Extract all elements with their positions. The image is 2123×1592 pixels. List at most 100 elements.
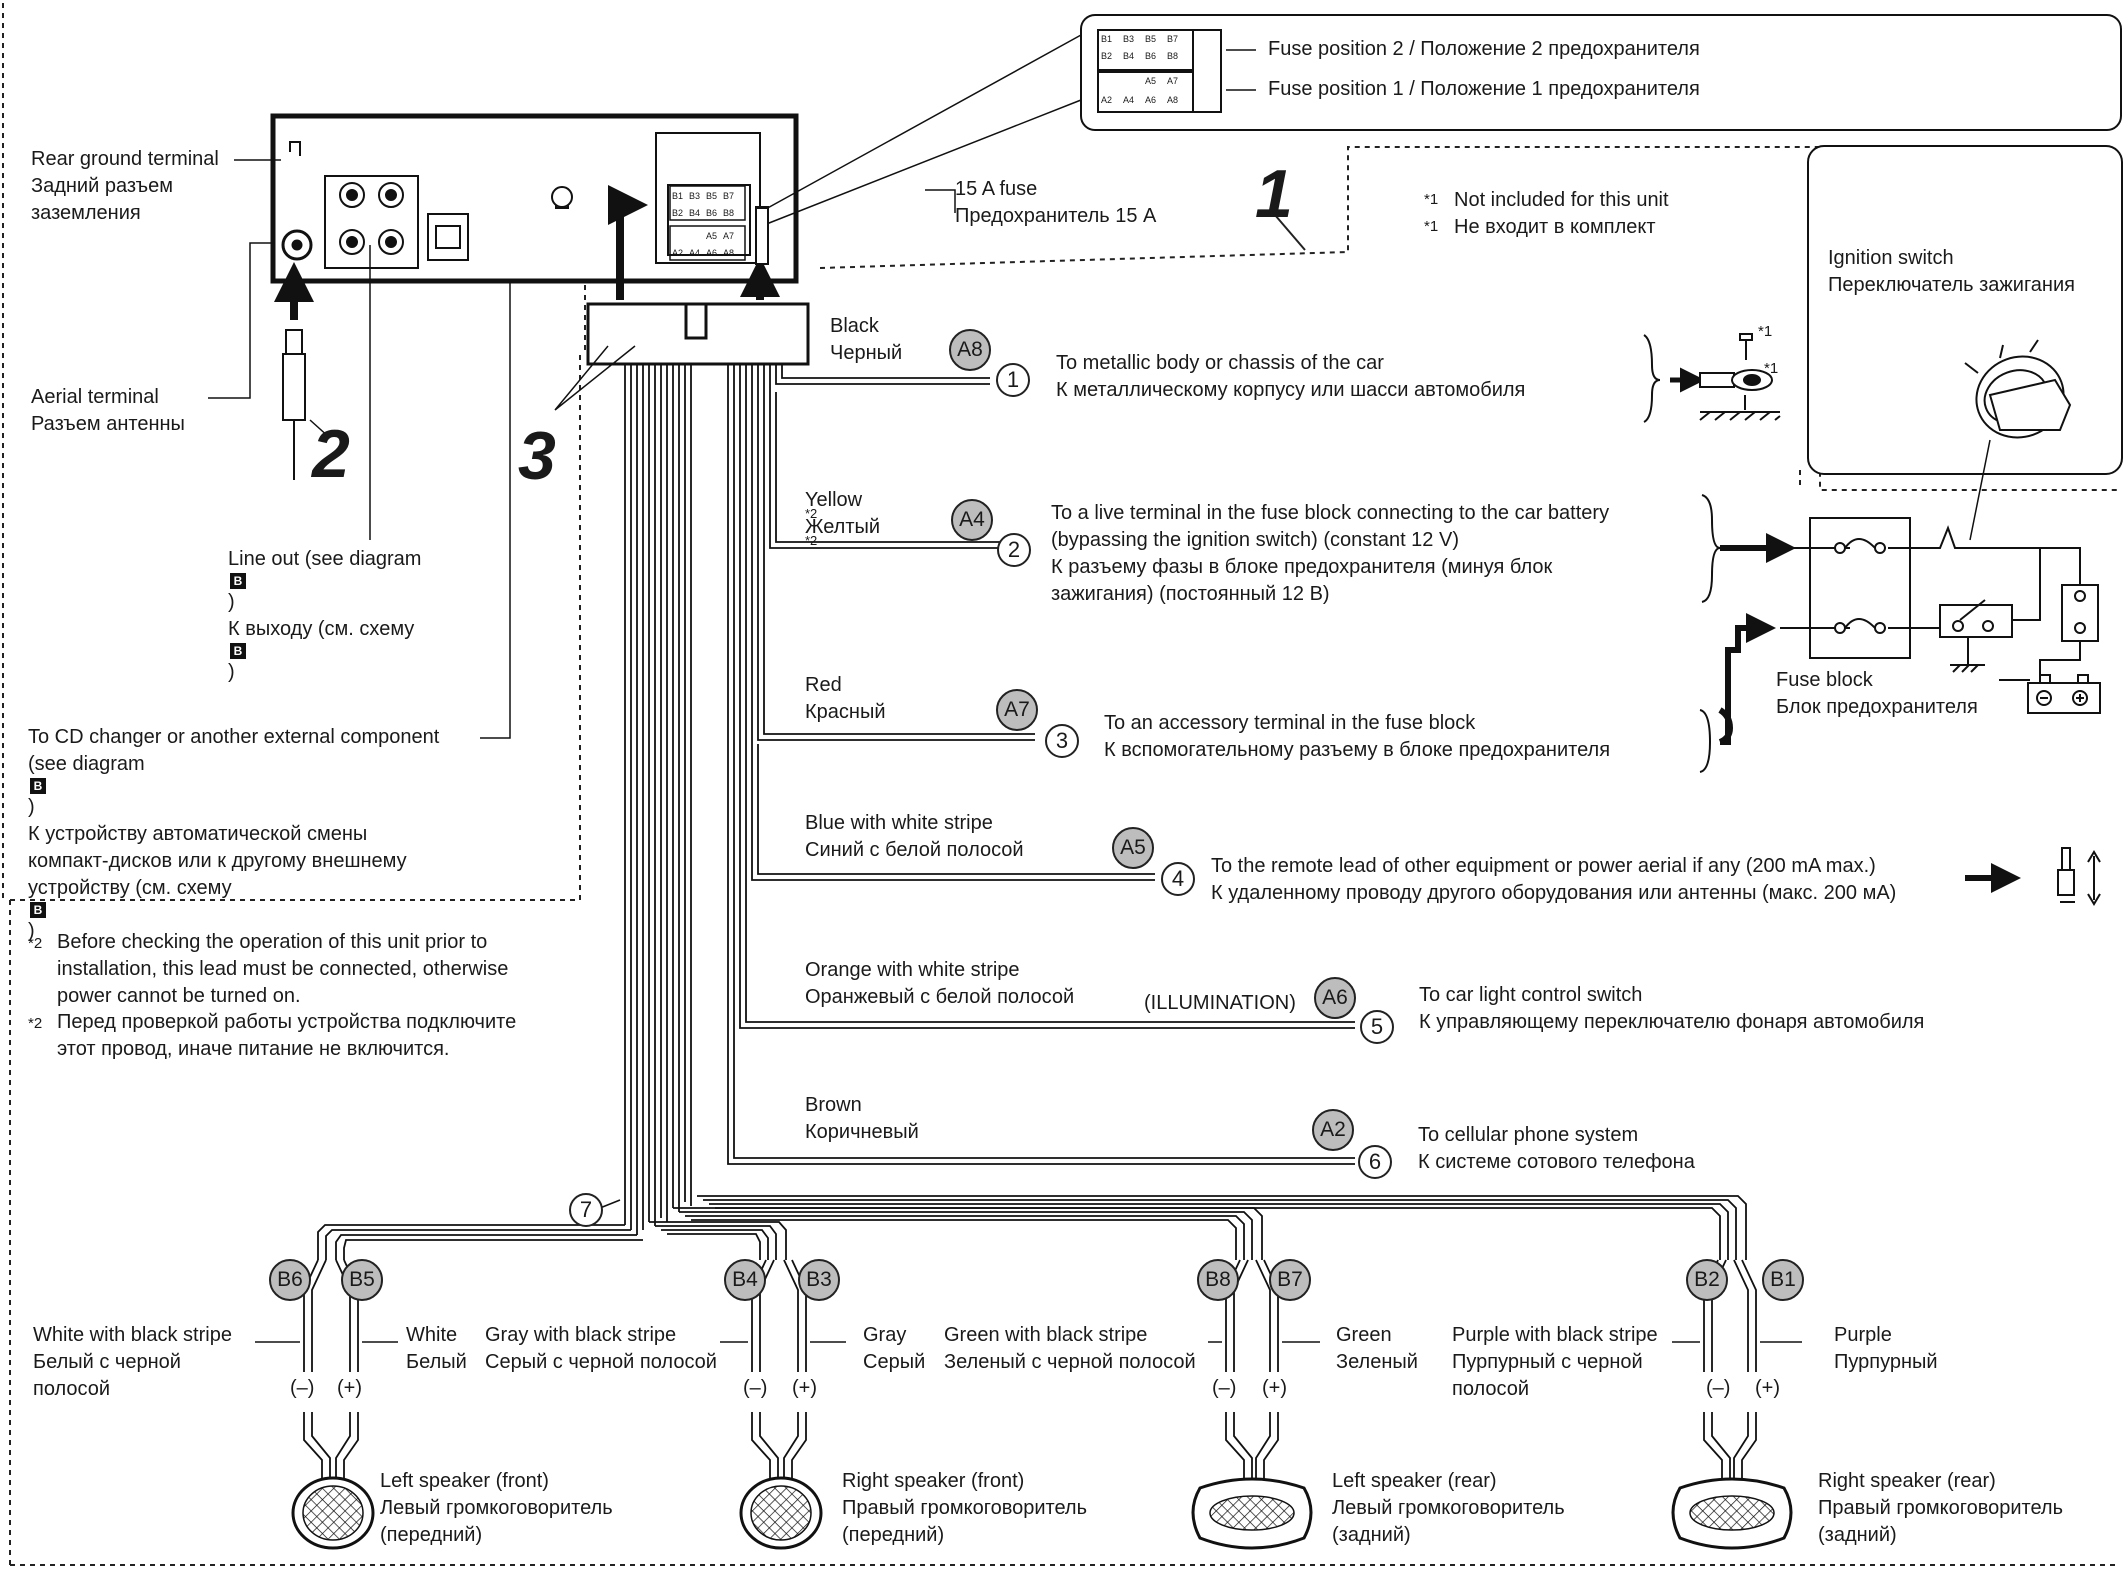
speaker-bundle-number: 7	[569, 1193, 603, 1227]
wire-5-orange	[739, 364, 1355, 1029]
fuse-position-connectors	[1097, 29, 1222, 113]
ignition-leader	[1969, 439, 1991, 541]
pin-a2-badge: A2	[1312, 1109, 1354, 1151]
callout-2: 2	[312, 416, 350, 492]
pin-label-b4: B4	[689, 208, 701, 218]
pin-label-b2: B2	[672, 208, 684, 218]
pin-a6-badge: A6	[1314, 977, 1356, 1019]
fuse-position-1-label: Fuse position 1 / Положение 1 предохрани…	[1268, 78, 1700, 100]
region-1-leader	[1274, 214, 1306, 251]
speaker-4-polarity-pos: (+)	[1755, 1377, 1780, 1399]
line-out-label: Line out (see diagram B) К выходу (см. с…	[228, 548, 422, 683]
region-1-outline	[584, 146, 2120, 491]
callout-1: 1	[1255, 156, 1293, 232]
pin-label-b3: B3	[689, 191, 701, 201]
pin-label-a7: A7	[723, 231, 735, 241]
pin-label-a8: A8	[723, 248, 735, 258]
fuse-block-schematic	[1701, 494, 2101, 714]
pin-label-b3: B3	[1123, 34, 1135, 44]
speaker-1-polarity-neg: (–)	[290, 1377, 315, 1399]
wire-1-black	[775, 364, 990, 385]
fuse-callout-leader	[763, 34, 1082, 226]
wire-6-brown	[727, 364, 1355, 1165]
pin-label-b5: B5	[706, 191, 718, 201]
wire-2-yellow	[769, 364, 1005, 549]
pin-a7-badge: A7	[996, 689, 1038, 731]
pin-label-a4: A4	[1123, 95, 1135, 105]
speaker-icons	[291, 1259, 1793, 1550]
pin-label-a5: A5	[706, 231, 718, 241]
pin-b2-badge: B2	[1686, 1259, 1728, 1301]
aerial-plug	[282, 329, 306, 480]
speaker-3-polarity-neg: (–)	[1212, 1377, 1237, 1399]
head-unit	[270, 113, 799, 284]
pin-a4-badge: A4	[951, 499, 993, 541]
wire-4-blue	[751, 364, 1155, 881]
power-aerial-icon	[1965, 847, 2101, 906]
cd-changer-label: To CD changer or another external compon…	[28, 726, 440, 942]
pin-label-b7: B7	[723, 191, 735, 201]
pin-label-b5: B5	[1145, 34, 1157, 44]
wire-4-number: 4	[1161, 862, 1195, 896]
pin-label-b6: B6	[1145, 51, 1157, 61]
pin-label-a8: A8	[1167, 95, 1179, 105]
pin-label-a7: A7	[1167, 76, 1179, 86]
pin-b4-badge: B4	[724, 1259, 766, 1301]
ignition-key-icon	[1964, 339, 2072, 439]
terminal-note-mark: *1	[1764, 360, 1779, 377]
wire-2-number: 2	[997, 533, 1031, 567]
power-wires	[727, 364, 1355, 1165]
pin-label-b1: B1	[1101, 34, 1113, 44]
speaker-3-name: Left speaker (rear)Левый громкоговорител…	[1332, 1470, 1565, 1546]
diagram-b-marker: B	[230, 573, 246, 589]
pin-a5-badge: A5	[1112, 827, 1154, 869]
fuse-position-box	[1080, 14, 2122, 131]
speaker-harness	[317, 1195, 1747, 1260]
speaker-1-name: Left speaker (front)Левый громкоговорите…	[380, 1470, 613, 1546]
note-1-mark-ru: *1	[1424, 218, 1439, 235]
pin-label-a6: A6	[1145, 95, 1157, 105]
pin-label-b8: B8	[1167, 51, 1179, 61]
note-1-mark: *1	[1424, 191, 1439, 208]
outer-dashed-frame	[2, 3, 2120, 1566]
bundle-7-leader	[599, 1199, 621, 1209]
pin-label-b6: B6	[706, 208, 718, 218]
callout-3: 3	[518, 418, 556, 494]
pin-label-a5: A5	[1145, 76, 1157, 86]
pin-label-b4: B4	[1123, 51, 1135, 61]
speaker-2-polarity-pos: (+)	[792, 1377, 817, 1399]
speaker-2-name: Right speaker (front)Правый громкоговори…	[842, 1470, 1088, 1546]
pin-b6-badge: B6	[269, 1259, 311, 1301]
wire-2-destination: To a live terminal in the fuse block con…	[1051, 502, 1610, 605]
diagram-b-marker: B	[30, 778, 46, 794]
wire-3-destination: To an accessory terminal in the fuse blo…	[1104, 712, 1611, 761]
pin-b3-badge: B3	[798, 1259, 840, 1301]
pin-label-a2: A2	[672, 248, 684, 258]
rca-jacks	[339, 182, 404, 255]
note-2-mark-ru: *2	[28, 1015, 43, 1032]
wire-1-number: 1	[996, 363, 1030, 397]
illumination-label: (ILLUMINATION)	[1144, 992, 1296, 1014]
note-2-text-ru: Перед проверкой работы устройства подклю…	[57, 1011, 517, 1060]
pin-label-a2: A2	[1101, 95, 1113, 105]
diagram-b-marker: B	[30, 902, 46, 918]
wire-3-number: 3	[1045, 724, 1079, 758]
fuse-position-2-label: Fuse position 2 / Положение 2 предохрани…	[1268, 38, 1700, 60]
screw-note-mark: *1	[1758, 323, 1773, 340]
